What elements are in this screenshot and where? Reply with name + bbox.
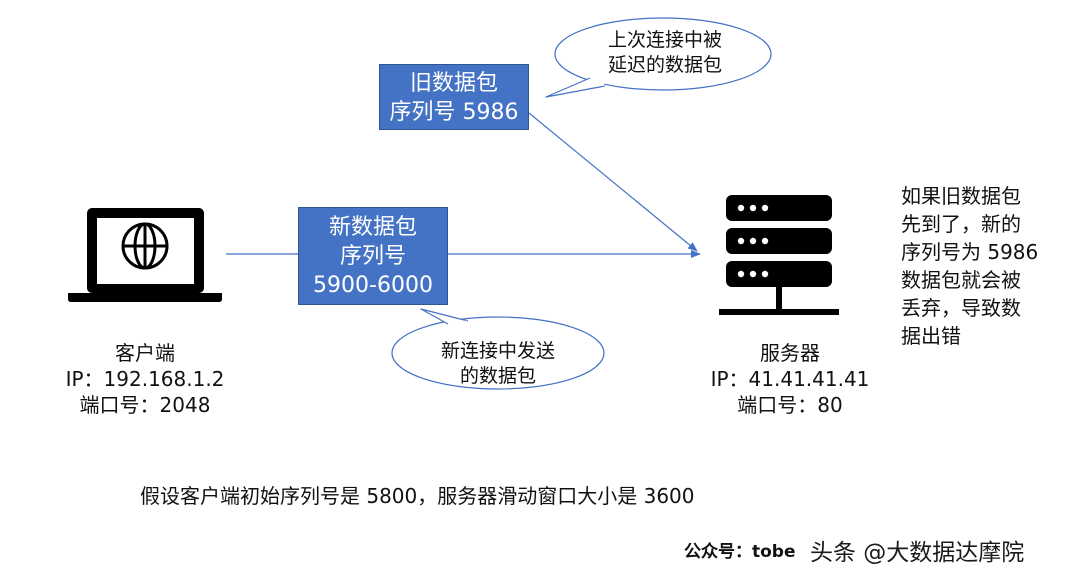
old-packet-box: 旧数据包 序列号 5986 [379, 64, 529, 130]
server-name: 服务器 [760, 341, 820, 365]
assumption-caption: 假设客户端初始序列号是 5800，服务器滑动窗口大小是 3600 [140, 484, 695, 508]
old-packet-title: 旧数据包 [409, 71, 498, 96]
note-line-1: 如果旧数据包 [901, 184, 1021, 208]
new-packet-title: 新数据包 [328, 215, 417, 240]
new-packet-box: 新数据包 序列号 5900-6000 [298, 207, 448, 305]
new-packet-callout-bubble [391, 308, 605, 390]
old-packet-callout-text: 上次连接中被 延迟的数据包 [575, 28, 755, 78]
old-packet-arrow [528, 112, 698, 252]
new-packet-callout-text: 新连接中发送 的数据包 [403, 339, 593, 389]
note-line-5: 丢弃，导致数 [901, 296, 1021, 320]
client-ip: IP：192.168.1.2 [65, 367, 225, 391]
server-port: 端口号：80 [737, 393, 843, 417]
note-line-2: 先到了，新的 [901, 212, 1021, 236]
old-packet-callout-bubble [545, 17, 772, 98]
explanation-note: 如果旧数据包 先到了，新的 序列号为 5986 数据包就会被 丢弃，导致数 据出… [901, 182, 1071, 350]
new-packet-seq-label: 序列号 [339, 244, 406, 269]
old-callout-line-2: 延迟的数据包 [607, 54, 722, 76]
server-label: 服务器 IP：41.41.41.41 端口号：80 [680, 340, 900, 418]
new-packet-seq-range: 5900-6000 [313, 273, 433, 298]
note-line-6: 据出错 [901, 324, 961, 348]
new-callout-line-1: 新连接中发送 [440, 340, 555, 362]
old-callout-line-1: 上次连接中被 [607, 29, 722, 51]
client-label: 客户端 IP：192.168.1.2 端口号：2048 [40, 340, 250, 418]
note-line-3: 序列号为 5986 [901, 240, 1039, 264]
client-port: 端口号：2048 [79, 393, 211, 417]
note-line-4: 数据包就会被 [901, 268, 1021, 292]
old-packet-seq: 序列号 5986 [389, 100, 519, 125]
watermark-brand: 头条 @大数据达摩院 [810, 540, 1025, 566]
client-name: 客户端 [115, 341, 175, 365]
new-callout-line-2: 的数据包 [459, 365, 536, 387]
server-icon [719, 195, 839, 315]
server-ip: IP：41.41.41.41 [710, 367, 870, 391]
watermark-account: 公众号：tobe [684, 542, 796, 562]
laptop-globe-icon [68, 208, 222, 302]
